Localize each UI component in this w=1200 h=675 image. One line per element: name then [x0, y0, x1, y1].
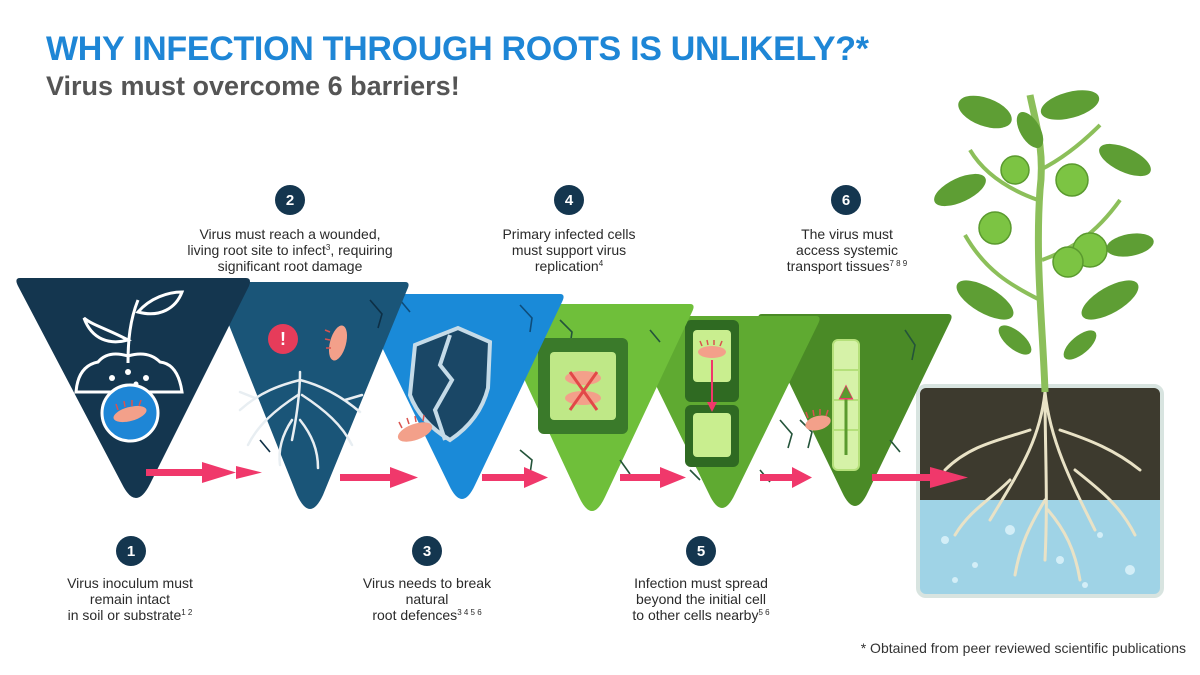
panel-1-inoculum: [16, 278, 251, 498]
panel-4-replication: [491, 304, 694, 511]
panel-2-wounded-root: !: [213, 282, 409, 509]
step-1-badge: 1: [116, 536, 146, 566]
step-3-badge: 3: [412, 536, 442, 566]
page-title: WHY INFECTION THROUGH ROOTS IS UNLIKELY?…: [46, 30, 869, 68]
step-5-caption: Infection must spread beyond the initial…: [632, 575, 770, 623]
arrow-3-4: [482, 467, 548, 488]
step-1-caption: Virus inoculum must remain intact in soi…: [67, 575, 193, 623]
step-1-refs: 1 2: [181, 608, 193, 617]
step-6-caption: The virus must access systemic transport…: [786, 226, 908, 274]
step-5-badge: 5: [686, 536, 716, 566]
footnote: * Obtained from peer reviewed scientific…: [860, 640, 1186, 656]
step-3-refs: 3 4 5 6: [457, 608, 482, 617]
step-4-caption: Primary infected cells must support viru…: [502, 226, 636, 274]
arrow-2-3: [340, 467, 418, 488]
step-2-caption: Virus must reach a wounded, living root …: [187, 226, 393, 274]
step-2-badge: 2: [275, 185, 305, 215]
panel-6-systemic-transport: [758, 314, 952, 506]
step-4-refs: 4: [598, 259, 604, 268]
arrow-1-2: [146, 462, 262, 483]
panel-3-root-defences: [358, 294, 564, 499]
step-3-caption: Virus needs to break natural root defenc…: [362, 575, 492, 623]
panel-5-cell-spread: [624, 316, 820, 508]
step-2-refs: 3: [325, 243, 331, 252]
step-6-refs: 7 8 9: [889, 259, 908, 268]
page-subtitle: Virus must overcome 6 barriers!: [46, 71, 460, 101]
arrow-4-5: [620, 467, 686, 488]
warning-icon: !: [280, 329, 286, 349]
arrow-6-plant: [872, 467, 968, 488]
step-6-badge: 6: [831, 185, 861, 215]
progress-arrows: [146, 462, 968, 488]
step-5-refs: 5 6: [758, 608, 770, 617]
step-4-badge: 4: [554, 185, 584, 215]
potted-tomato-plant: [916, 90, 1164, 598]
arrow-5-6: [760, 467, 812, 488]
